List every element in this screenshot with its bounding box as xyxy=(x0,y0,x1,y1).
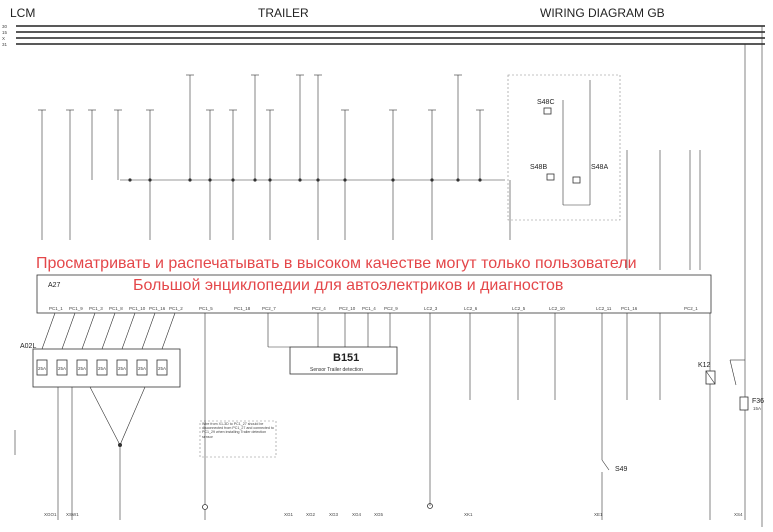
bottom-ref-label: XG1 xyxy=(284,512,294,517)
s48c-label: S48C xyxy=(537,99,555,106)
bottom-ref-label: XE1 xyxy=(594,512,603,517)
a27-pin-label: LC2_11 xyxy=(596,306,612,311)
fuse-rating: 25A xyxy=(38,366,46,371)
s48a-label: S48A xyxy=(591,164,608,171)
a27-pin-label: PC2_4 xyxy=(312,306,326,311)
a27-pin-label: PC1_10 xyxy=(129,306,146,311)
a27-pin-label: PC1_4 xyxy=(362,306,376,311)
bottom-ref-label: XG4 xyxy=(352,512,362,517)
bottom-ref-label: XK1 xyxy=(464,512,473,517)
fuse-rating: 25A xyxy=(58,366,66,371)
a27-pin-label: PC2_7 xyxy=(262,306,276,311)
bottom-ref-label: XG2 xyxy=(306,512,316,517)
k12-label: K12 xyxy=(698,362,711,369)
a27-pin-label: PC1_9 xyxy=(69,306,83,311)
power-bus: 30 15 X 31 xyxy=(2,24,765,527)
a27-pin-label: LC2_6 xyxy=(464,306,478,311)
bottom-ref-label: XG5 xyxy=(374,512,384,517)
fuse-rating: 25A xyxy=(78,366,86,371)
bottom-ref-label: XS4 xyxy=(734,512,743,517)
a27-pin-label: PC1_18 xyxy=(234,306,251,311)
fuse-rating: 25A xyxy=(158,366,166,371)
bottom-ref-label: XG3 xyxy=(329,512,339,517)
fuse-rating: 25A xyxy=(98,366,106,371)
fuse xyxy=(156,359,168,376)
bottom-reference-row: XGO1 XSW1 XG1 XG2 XG3 XG4 XG5 XK1 XE1 XS4 xyxy=(44,512,743,517)
a27-pin-label: PC1_16 xyxy=(621,306,638,311)
bus-label-x: X xyxy=(2,36,5,41)
a27-pin-label: PC1_16 xyxy=(149,306,166,311)
f36-rating: 15A xyxy=(753,406,761,411)
s49-switch: S49 xyxy=(601,313,628,520)
header-trailer: TRAILER xyxy=(258,6,309,20)
fuse xyxy=(116,359,128,376)
fuse-rating: 25A xyxy=(138,366,146,371)
f36-label: F36 xyxy=(752,398,764,405)
a27-label: A27 xyxy=(48,282,61,289)
header-lcm: LCM xyxy=(10,6,35,20)
a27-pin-label: PC2_9 xyxy=(384,306,398,311)
watermark-line-1: Просматривать и распечатывать в высоком … xyxy=(36,255,637,272)
header-wiring-diagram: WIRING DIAGRAM GB xyxy=(540,6,665,20)
a27-pin-label: PC2_10 xyxy=(339,306,356,311)
s48-switch-group: S48C S48B S48A xyxy=(507,74,621,221)
bus-label-15: 15 xyxy=(2,30,8,35)
b151-sensor: B151 Sensor Trailer detection xyxy=(289,346,398,375)
xa-node xyxy=(128,178,132,182)
a27-pin-label: LC2_5 xyxy=(512,306,526,311)
a02l-label: A02L xyxy=(20,343,36,350)
lower-wiring xyxy=(14,312,661,520)
rear-lights-wiring xyxy=(38,74,511,240)
fuse xyxy=(56,359,68,376)
k12-relay: K12 xyxy=(698,313,745,520)
fuse xyxy=(96,359,108,376)
bus-label-30: 30 xyxy=(2,24,8,29)
fuse xyxy=(36,359,48,376)
a27-pin-label: LC2_3 xyxy=(424,306,438,311)
bottom-ref-label: XGO1 xyxy=(44,512,57,517)
f36-fuse: F36 15A xyxy=(739,330,764,520)
a27-pin-label: PC1_1 xyxy=(49,306,63,311)
bus-label-31: 31 xyxy=(2,42,8,47)
note-box: Wire from X1-3D to PC1_27 should be disc… xyxy=(199,420,277,458)
a27-pin-label: PC1_5 xyxy=(199,306,213,311)
bottom-ref-label: XSW1 xyxy=(66,512,79,517)
a27-pin-label: PC1_3 xyxy=(89,306,103,311)
fuse xyxy=(136,359,148,376)
a27-pin-label: LC2_10 xyxy=(549,306,565,311)
note-text: Wire from X1-3D to PC1_27 should be disc… xyxy=(202,422,274,439)
a27-pin-label: PC1_8 xyxy=(109,306,123,311)
s49-label: S49 xyxy=(615,466,628,473)
b151-description: Sensor Trailer detection xyxy=(310,367,363,373)
a27-pin-label: PC2_1 xyxy=(684,306,698,311)
s48b-label: S48B xyxy=(530,164,547,171)
a02l-fuse-box: A02L 25A 25A 25A 25A 25A 25A 25A xyxy=(20,343,181,388)
fuse xyxy=(76,359,88,376)
fuse-rating: 25A xyxy=(118,366,126,371)
watermark-line-2: Большой энциклопедии для автоэлектриков … xyxy=(133,277,563,294)
b151-label: B151 xyxy=(333,352,359,364)
a27-pin-label: PC1_2 xyxy=(169,306,183,311)
